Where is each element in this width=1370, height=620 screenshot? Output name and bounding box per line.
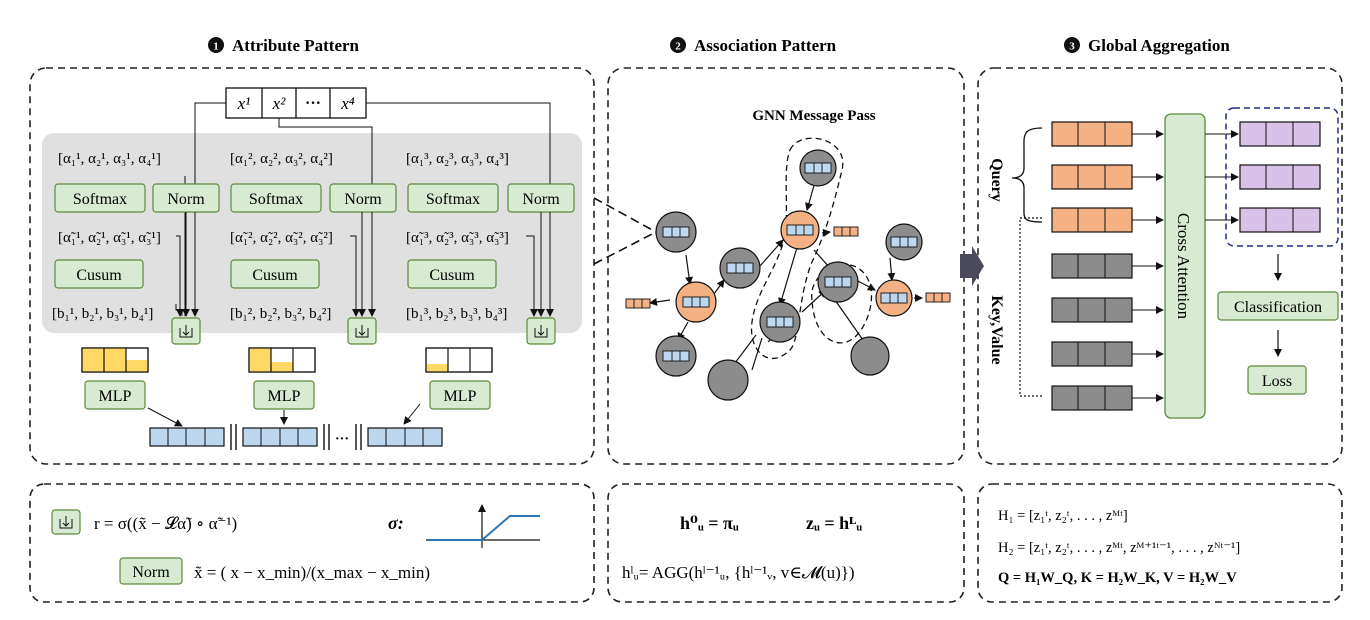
panel-association [607,67,965,465]
mlp-box: MLP [268,388,301,405]
node-embeddings [625,162,951,362]
zoom-indicator-lines [593,197,657,265]
output-group-outline [1225,107,1339,247]
cusum-box: Cusum [76,267,122,284]
H1-formula: H₁ = [z₁ᵗ, z₂ᵗ, . . . , zᴹᵗ] [998,508,1128,524]
attribute-arrows [147,212,554,427]
norm-box: Norm [344,191,382,208]
graph-node [707,359,749,401]
mlp-box: MLP [99,388,132,405]
panel-attribute [29,67,595,465]
formula-box-attribute [29,483,595,603]
b-vector: [b₁¹, b₂¹, b₃¹, b₄¹] [52,306,153,322]
formulas-global: H₁ = [z₁ᵗ, z₂ᵗ, . . . , zᴹᵗ] H₂ = [z₁ᵗ, … [998,508,1240,586]
panel-title-text: Global Aggregation [1088,36,1230,55]
panel-number: 1 [213,41,219,53]
classification-label: Classification [1234,299,1322,316]
panel-number: 3 [1069,41,1075,53]
token-to-attention-arrows [1132,130,1164,402]
alpha-tilde-vector: [α̃₁³, α̃₂³, α̃₃³, α̃₃³] [406,230,509,246]
b-vector: [b₁², b₂², b₃², b₄²] [230,306,331,322]
attribute-group-1: [α₁¹, α₂¹, α₃¹, α₄¹] Softmax Norm [α̃₁¹,… [52,151,220,410]
panel-number: 2 [675,41,681,53]
keyvalue-label: Key,Value [988,295,1005,364]
panel-title-text: Attribute Pattern [232,36,360,55]
formula-box-association [607,483,965,603]
formulas-attribute: r = σ((x̃ − 𝓛α̃) ∘ α̃⁻¹) σ: Norm x̃ = ( … [51,504,540,585]
concatenated-embedding: ··· [149,424,443,450]
softmax-box: Softmax [426,191,480,208]
query-label: Query [988,158,1005,202]
keyvalue-tokens [1051,253,1133,411]
sigma-label: σ: [388,513,404,533]
classification-box [1217,291,1339,321]
alpha-vector: [α₁¹, α₂¹, α₃¹, α₄¹] [58,151,161,167]
input-cell-1: x¹ [237,94,251,113]
input-vector: x¹ x² ··· x⁴ [225,87,367,119]
input-cell-dots: ··· [305,95,321,112]
cross-attention-block [1164,113,1206,419]
relu-plot-icon [426,504,540,548]
loss-box [1247,365,1307,395]
z-formula: zᵤ = hᴸᵤ [806,513,862,533]
h0-formula: h⁰ᵤ = πᵤ [680,513,739,533]
attention-output-arrows [1205,130,1239,224]
QKV-formula: Q = H₁W_Q, K = H₂W_K, V = H₂W_V [998,570,1237,586]
norm-box: Norm [522,191,560,208]
mlp-box: MLP [444,388,477,405]
gnn-label: GNN Message Pass [752,108,875,124]
norm-formula: x̃ = ( x − x_min)/(x_max − x_min) [194,563,430,582]
input-cell-2: x² [272,94,287,113]
softmax-box: Softmax [73,191,127,208]
alpha-vector: [α₁³, α₂³, α₃³, α₄³] [406,151,509,167]
cusum-box: Cusum [429,267,475,284]
graph-node [850,336,890,376]
formula-box-global [977,483,1343,603]
softmax-box: Softmax [249,191,303,208]
keyvalue-brace [1019,217,1042,397]
cusum-box: Cusum [252,267,298,284]
query-brace [1011,127,1043,223]
H2-formula: H₂ = [z₁ᵗ, z₂ᵗ, . . . , zᴹᵗ, zᴹ⁺¹ᵗ⁻¹, . … [998,540,1240,556]
hl-formula: hˡᵤ= AGG(hˡ⁻¹ᵤ, {hˡ⁻¹ᵥ, v∈𝓜(u)}) [622,563,855,582]
loss-label: Loss [1262,373,1292,390]
cross-attention-label: Cross Attention [1174,213,1193,320]
b-vector: [b₁³, b₂³, b₃³, b₄³] [406,306,507,322]
attribute-group-3: [α₁³, α₂³, α₃³, α₄³] Softmax Norm [α̃₁³,… [406,151,575,410]
panel-title-association: 2 Association Pattern [670,36,837,55]
formulas-association: h⁰ᵤ = πᵤ zᵤ = hᴸᵤ hˡᵤ= AGG(hˡ⁻¹ᵤ, {hˡ⁻¹ᵥ… [622,513,862,582]
query-tokens [1051,121,1133,233]
r-formula: r = σ((x̃ − 𝓛α̃) ∘ α̃⁻¹) [94,514,237,533]
panel-title-text: Association Pattern [694,36,837,55]
output-tokens [1239,121,1321,233]
alpha-tilde-vector: [α̃₁², α̃₂², α̃₃², α̃₃²] [230,230,333,246]
graph-nodes [655,149,923,401]
panel-title-global: 3 Global Aggregation [1064,36,1230,55]
panel-connector-arrow [960,246,984,286]
norm-legend-box: Norm [132,564,170,581]
concat-dots: ··· [335,432,349,447]
norm-box: Norm [167,191,205,208]
alpha-vector: [α₁², α₂², α₃², α₄²] [230,151,333,167]
alpha-tilde-vector: [α̃₁¹, α̃₂¹, α̃₃¹, α̃₃¹] [58,230,161,246]
input-cell-4: x⁴ [340,94,355,113]
panel-title-attribute: 1 Attribute Pattern [208,36,360,55]
attribute-group-2: [α₁², α₂², α₃², α₄²] Softmax Norm [α̃₁²,… [230,151,397,410]
